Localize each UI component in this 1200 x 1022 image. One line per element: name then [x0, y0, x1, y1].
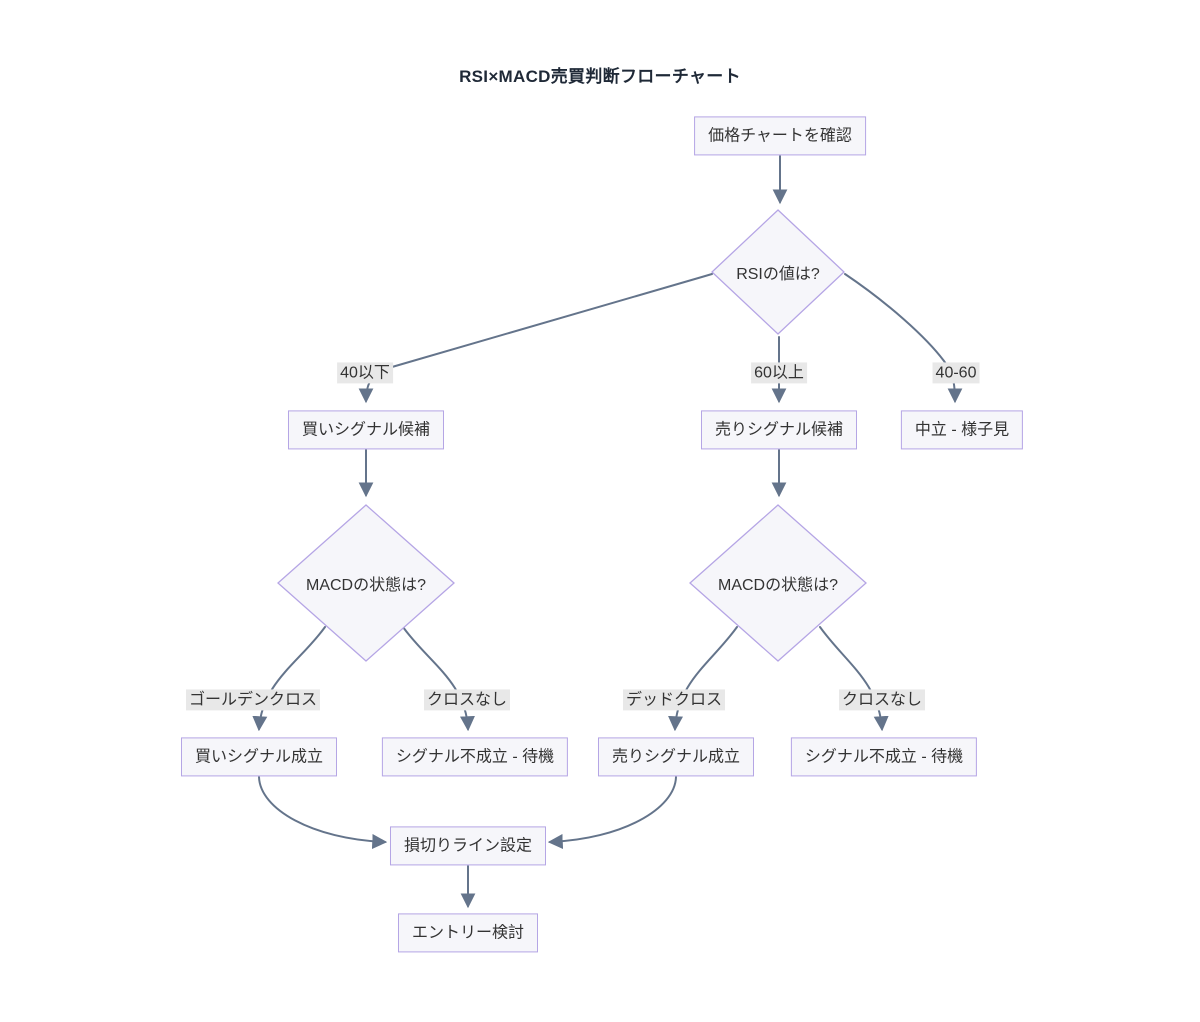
node-rsi-decision: RSIの値は? [711, 209, 845, 335]
diamond-shape [711, 209, 845, 335]
node-sell-signal: 売りシグナル成立 [597, 737, 755, 777]
edge-macd-to-buy-signal [252, 626, 326, 732]
node-buy-candidate: 買いシグナル候補 [287, 410, 445, 450]
edge-label-golden-cross: ゴールデンクロス [185, 689, 321, 711]
node-macd-decision-right: MACDの状態は? [689, 504, 867, 662]
edge-macd-to-no-signal-left [402, 626, 475, 732]
edge-macd-to-sell-signal [668, 626, 738, 732]
edge-sell-signal-to-stoploss [547, 776, 677, 849]
node-entry: エントリー検討 [397, 913, 539, 953]
node-neutral: 中立 - 様子見 [900, 410, 1024, 450]
node-sell-candidate: 売りシグナル候補 [700, 410, 858, 450]
node-macd-decision-left-label: MACDの状態は? [305, 577, 426, 594]
edge-rsi-to-neutral [844, 273, 963, 404]
edge-label-dead-cross: デッドクロス [622, 689, 726, 711]
node-start: 価格チャートを確認 [694, 116, 866, 156]
edge-label-no-cross-left: クロスなし [423, 689, 511, 711]
edge-label-below40: 40以下 [337, 362, 393, 384]
node-no-signal-left: シグナル不成立 - 待機 [381, 737, 569, 777]
node-macd-decision-right-label: MACDの状態は? [717, 577, 838, 594]
edge-label-above60: 60以上 [751, 362, 807, 384]
edge-label-no-cross-right: クロスなし [838, 689, 926, 711]
edge-macd-to-no-signal-right [819, 626, 889, 732]
node-stop-loss: 損切りライン設定 [389, 826, 547, 866]
node-no-signal-right: シグナル不成立 - 待機 [790, 737, 978, 777]
diagram-title: RSI×MACD売買判断フローチャート [459, 67, 741, 86]
node-buy-signal: 買いシグナル成立 [180, 737, 338, 777]
diamond-shape [689, 504, 867, 662]
node-macd-decision-left: MACDの状態は? [277, 504, 455, 662]
edge-buy-signal-to-stoploss [258, 776, 388, 849]
edge-label-range4060: 40-60 [932, 362, 980, 384]
node-rsi-decision-label: RSIの値は? [736, 266, 820, 283]
diamond-shape [277, 504, 455, 662]
edge-rsi-to-buy-candidate [358, 273, 713, 404]
